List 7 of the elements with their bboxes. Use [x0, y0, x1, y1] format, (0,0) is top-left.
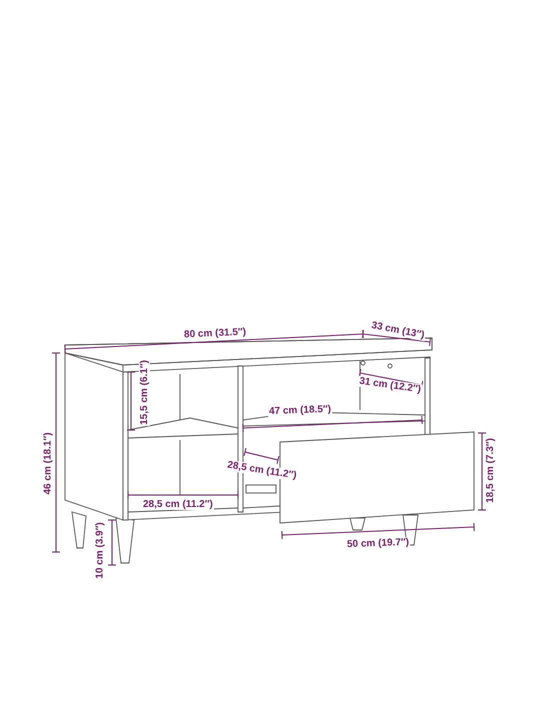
dimension-label: 18,5 cm (7.3″)	[484, 436, 496, 504]
dimension-label: 50 cm (19.7″)	[346, 536, 410, 550]
dimension-label: 15,5 cm (6.1″)	[138, 358, 150, 426]
dimension-label: 28,5 cm (11.2″)	[142, 498, 214, 510]
dimension-label: 80 cm (31.5″)	[182, 326, 248, 340]
dimension-label: 46 cm (18.1″)	[42, 430, 54, 496]
dimension-label: 10 cm (3.9″)	[94, 520, 106, 580]
